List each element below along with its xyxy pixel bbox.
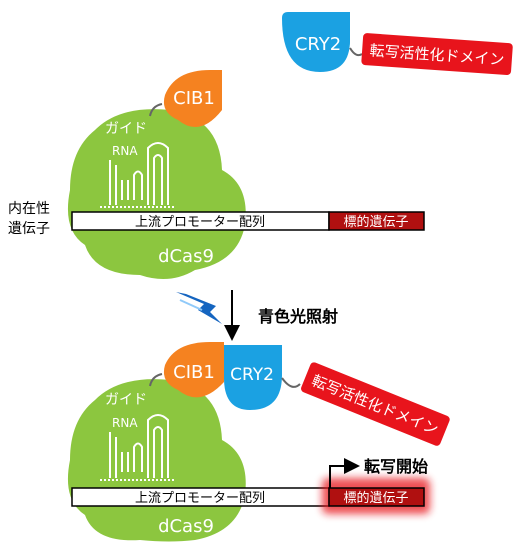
guide-label-bottom: ガイド [105, 392, 147, 408]
transcription-start-arrow [329, 458, 360, 488]
cib1-protein-bottom: CIB1 [163, 342, 224, 398]
rna-label-bottom: RNA [112, 416, 138, 430]
linker-bottom [281, 377, 301, 388]
guide-rna-structure-bottom [100, 414, 175, 481]
transcription-start-label: 転写開始 [364, 457, 428, 476]
target-gene-label-bottom: 標的遺伝子 [343, 490, 408, 506]
dna-strand-top: 上流プロモーター配列 標的遺伝子 [71, 211, 425, 231]
target-gene-label-top: 標的遺伝子 [343, 214, 408, 230]
cib1-linker-bottom [149, 373, 163, 387]
cib1-label-top: CIB1 [173, 88, 215, 109]
cib1-linker-top [149, 103, 163, 117]
cry2-protein-bottom: CRY2 [224, 345, 282, 410]
activation-domain-free: 転写活性化ドメイン [361, 33, 513, 75]
dcas9-protein-top [67, 109, 246, 279]
promoter-label-bottom: 上流プロモーター配列 [135, 491, 265, 506]
cib1-protein-top: CIB1 [163, 70, 222, 128]
cry2-protein-free: CRY2 [282, 12, 350, 72]
cry2-label-top: CRY2 [295, 34, 341, 55]
guide-label-top: ガイド [105, 121, 147, 137]
guide-rna-structure-top [100, 142, 175, 208]
activation-domain-label-bottom: 転写活性化ドメイン [309, 371, 441, 438]
stimulus-label: 青色光照射 [258, 307, 338, 326]
dcas9-label-top: dCas9 [158, 246, 214, 267]
promoter-label-top: 上流プロモーター配列 [135, 215, 265, 230]
endogenous-gene-label-line2: 遺伝子 [8, 221, 50, 237]
endogenous-gene-label-line1: 内在性 [8, 201, 50, 217]
cib1-label-bottom: CIB1 [173, 362, 215, 383]
rna-label-top: RNA [112, 144, 138, 158]
cry2-label-bottom: CRY2 [230, 365, 274, 385]
activation-domain-bound: 転写活性化ドメイン [301, 362, 450, 446]
dna-strand-bottom: 上流プロモーター配列 標的遺伝子 [71, 478, 430, 514]
dcas9-label-bottom: dCas9 [158, 516, 214, 537]
dcas9-protein-bottom [67, 379, 246, 542]
blue-light-icon [176, 292, 222, 324]
linker-top [349, 47, 363, 57]
